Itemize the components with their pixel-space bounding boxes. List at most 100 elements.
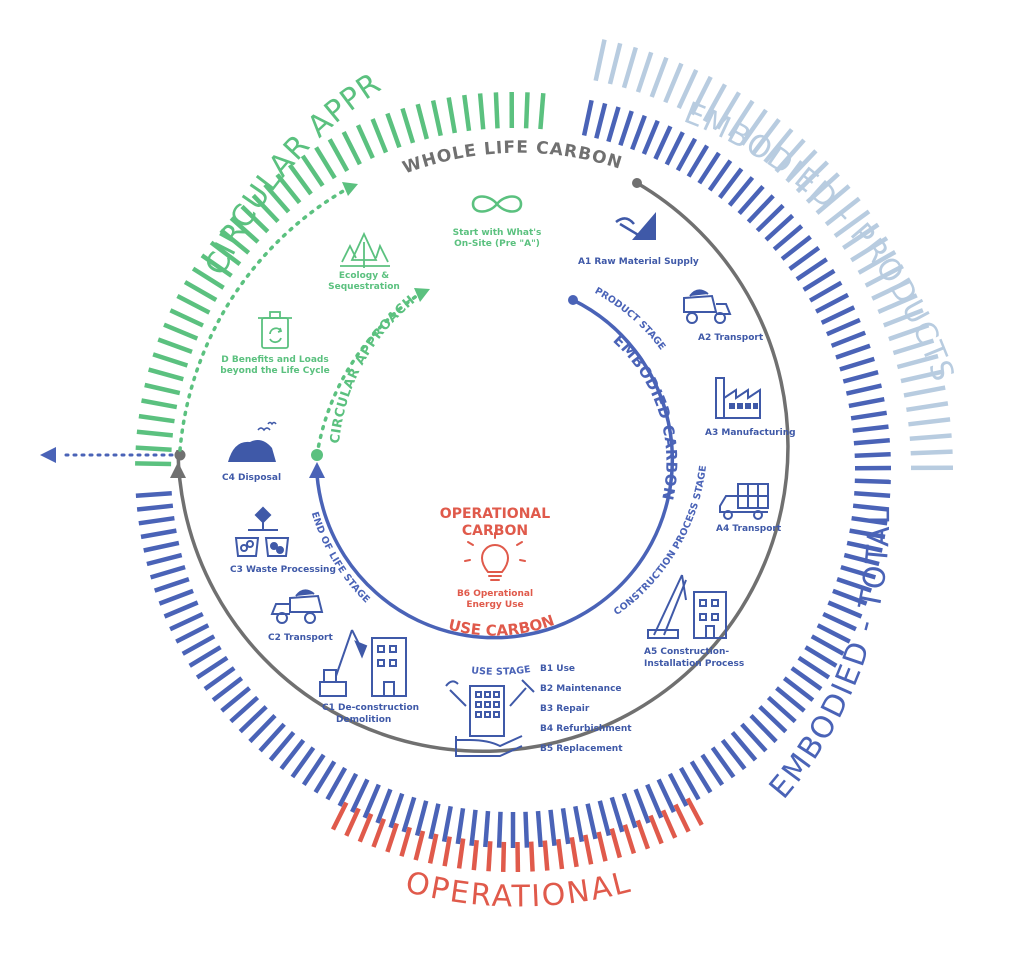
circular-approach-tick [219,228,251,255]
embodied-total-label: EMBODIED - TOTAL [762,507,896,806]
circular-approach-tick [148,367,184,382]
embodied-products-tick [635,51,654,93]
embodied-total-tick [181,634,216,656]
embodied-total-tick [469,809,478,846]
b4-label: B4 Refurbishment [540,724,632,734]
embodied-total-tick [656,778,676,813]
embodied-products-tick [877,293,918,314]
embodied-products-tick [842,222,880,250]
embodied-total-tick [810,634,845,656]
embodied-total-tick [153,576,190,593]
operational-tick [427,833,439,864]
circular-approach-tick [538,93,546,130]
circular-approach-tick-ring [135,91,546,467]
embodied-total-tick [797,655,831,680]
circular-approach-tick [477,93,486,130]
embodied-total-tick [560,807,571,845]
embodied-total-tick [835,343,871,360]
embodied-total-tick [140,528,177,540]
operational-tick [344,807,361,837]
embodied-total-tick [621,792,638,829]
embodied-total-tick [401,796,417,833]
embodied-total-tick [851,515,888,526]
embodied-total-tick [645,783,664,819]
embodied-products-tick [689,75,713,116]
embodied-total-tick [846,540,883,553]
circular-approach-tick [191,266,225,290]
circular-approach-tick [462,94,472,132]
embodied-products-tick [896,353,939,370]
circular-approach-tick [135,445,172,452]
embodied-total-tick [842,370,879,384]
embodied-total-tick [143,540,180,553]
embodied-total-tick [158,588,194,606]
circular-approach-tick [163,322,199,341]
embodied-total-tick [720,738,747,771]
embodied-total-tick [229,695,260,724]
operational-carbon-title: OPERATIONAL [440,506,550,522]
embodied-total-tick [730,730,758,762]
b3-label: B3 Repair [540,704,590,714]
circular-approach-tick [240,204,270,234]
use-stage-label: USE STAGE [471,664,532,678]
operational-tick [500,841,507,872]
embodied-total-tick [138,515,175,526]
embodied-total-tick [764,213,795,242]
embodied-total-tick [667,772,689,807]
operational-tick [413,830,426,861]
embodied-total-tick [211,676,244,702]
embodied-total-tick [843,552,880,567]
embodied-products-tick [805,172,840,204]
recycle-bin-icon [258,311,292,349]
operational-tick-ring [330,797,704,873]
embodied-total-tick [700,753,725,787]
circular-approach-tick [446,97,458,134]
operational-tick [673,803,691,833]
circular-approach-tick [385,112,402,149]
embodied-total-tick [740,722,768,753]
embodied-total-tick-ring [135,99,892,848]
circular-approach-start-dot [311,449,323,461]
embodied-total-tick [849,528,886,540]
embodied-total-tick [758,705,788,734]
circular-approach-tick [141,398,178,410]
embodied-products-tick [906,401,949,413]
operational-tick [357,813,374,843]
embodied-total-tick [822,611,857,632]
embodied-total-tick [790,666,823,691]
embodied-total-tick [609,796,625,833]
embodied-products-tick [727,99,755,138]
embodied-total-tick [815,292,850,314]
embodied-total-tick [839,356,875,372]
embodied-total-tick [248,714,277,744]
embodied-total-tick [203,666,236,691]
embodied-total-tick [850,410,888,421]
circular-approach-tick [355,124,375,160]
embodied-total-tick [279,738,306,771]
embodied-total-tick [606,106,621,143]
embodied-products-tick [850,236,889,263]
circular-approach-tick [169,308,204,328]
operational-tick [371,818,387,848]
embodied-total-tick [630,114,647,151]
operational-label: OPERATIONAL [402,865,634,915]
embodied-total-tick [746,194,775,224]
embodied-total-tick [854,491,891,498]
c1-label-line2: Demolition [336,715,391,725]
embodied-total-tick [362,783,381,819]
embodied-total-tick [697,151,721,185]
embodied-products-tick [864,264,904,288]
embodied-total-tick [653,125,673,160]
a4-label: A4 Transport [716,524,782,534]
excavator-icon [319,629,407,697]
embodied-total-tick [375,788,393,824]
embodied-total-tick [441,805,453,843]
circular-approach-tick [341,130,362,166]
embodied-total-tick [772,224,804,252]
circular-approach-tick [263,183,291,214]
c3-label: C3 Waste Processing [230,565,336,575]
b1-label: B1 Use [540,664,575,674]
embodied-products-tick [715,91,741,130]
trees-icon [340,231,390,268]
